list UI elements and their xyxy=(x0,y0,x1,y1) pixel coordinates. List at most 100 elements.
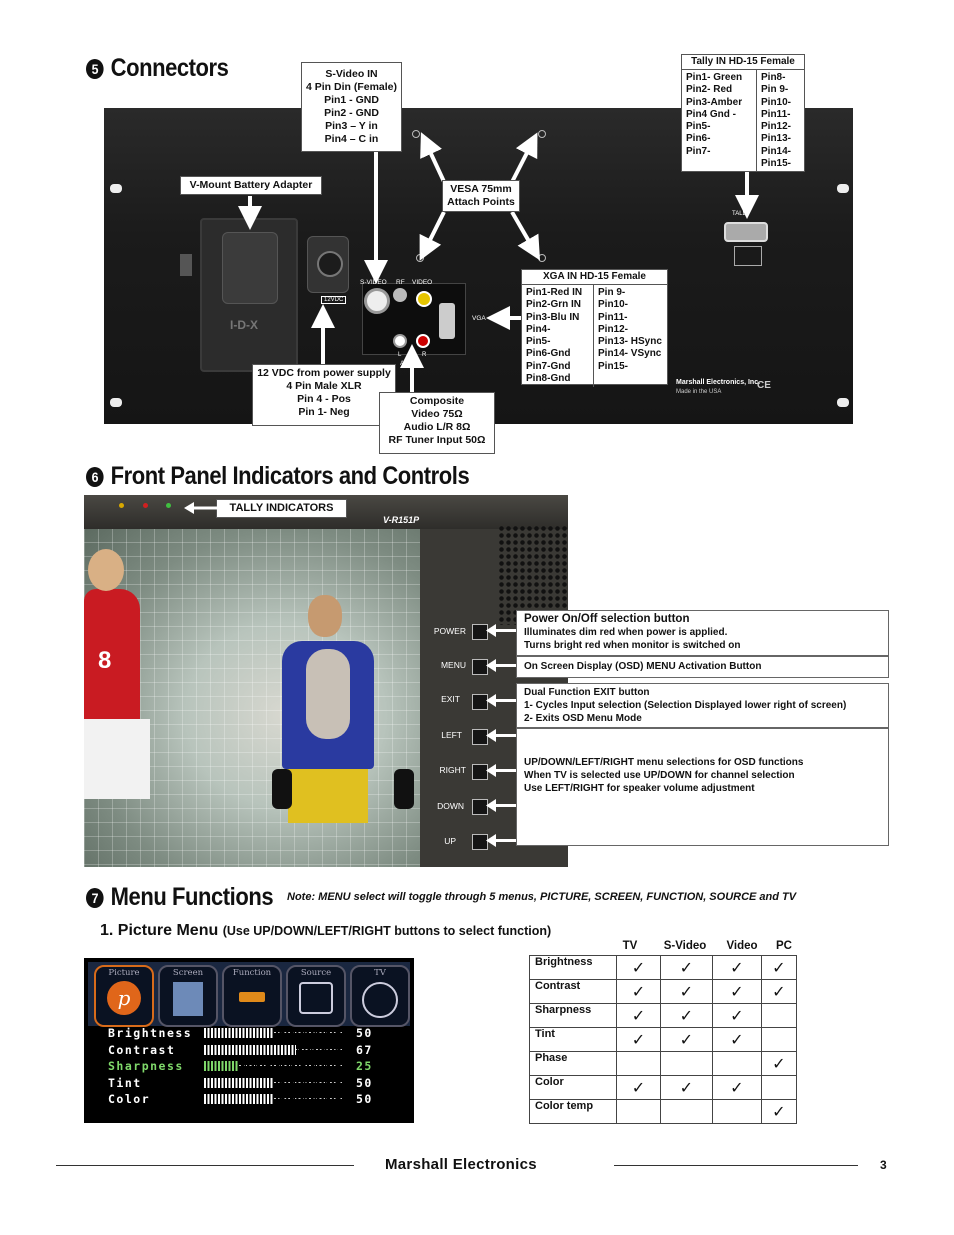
table-row: Sharpness✓✓✓ xyxy=(528,1003,798,1028)
right-button[interactable] xyxy=(472,764,488,780)
audio-r-jack xyxy=(416,334,430,348)
table-column-header: S-Video xyxy=(663,940,707,952)
svideo-line: S-Video IN xyxy=(325,68,378,80)
rack-slot xyxy=(837,398,849,407)
section-7-heading: 7 Menu Functions xyxy=(86,883,274,912)
goalkeeper-shorts xyxy=(288,769,368,823)
check-mark-icon: ✓ xyxy=(659,1075,714,1100)
table-column-header: TV xyxy=(622,940,638,952)
tally-indicators-label: TALLY INDICATORS xyxy=(216,499,347,518)
goalkeeper-glove xyxy=(272,769,292,809)
exit-desc-line: 2- Exits OSD Menu Mode xyxy=(524,713,642,724)
empty-cell xyxy=(616,1099,661,1124)
rf-jack xyxy=(393,288,407,302)
check-mark-icon: ✓ xyxy=(659,955,714,980)
control-arrows xyxy=(486,624,518,847)
check-mark-icon: ✓ xyxy=(712,1003,762,1028)
r-panel-label: R xyxy=(422,352,427,358)
goalkeeper-glove xyxy=(394,769,414,809)
menu-button[interactable] xyxy=(472,659,488,675)
left-button[interactable] xyxy=(472,729,488,745)
check-mark-icon: ✓ xyxy=(659,1027,714,1052)
table-row: Brightness✓✓✓✓ xyxy=(528,955,798,980)
check-mark-icon: ✓ xyxy=(712,1075,762,1100)
right-label: RIGHT xyxy=(439,765,466,775)
tally-panel-label: TALLY xyxy=(732,211,750,217)
down-button[interactable] xyxy=(472,799,488,815)
xlr-power-connector xyxy=(307,236,349,293)
table-row: Color temp✓ xyxy=(528,1099,798,1124)
arrows-desc-line: UP/DOWN/LEFT/RIGHT menu selections for O… xyxy=(524,757,804,768)
osd-picture-menu: Picture p Screen Function Source TV Brig… xyxy=(84,958,414,1123)
vmount-label-box: V-Mount Battery Adapter xyxy=(180,176,322,195)
power-button[interactable] xyxy=(472,624,488,640)
l-panel-label: L xyxy=(398,352,402,358)
osd-tab-picture[interactable]: Picture p xyxy=(94,965,154,1027)
table-row: Phase✓ xyxy=(528,1051,798,1076)
picture-menu-note: (Use UP/DOWN/LEFT/RIGHT buttons to selec… xyxy=(222,924,552,938)
section-title: Front Panel Indicators and Controls xyxy=(110,462,470,490)
idx-logo: I-D-X xyxy=(230,318,258,332)
osd-setting-value: 50 xyxy=(356,1092,373,1106)
tally-led-green xyxy=(166,503,171,508)
power-label-box: 12 VDC from power supply 4 Pin Male XLR … xyxy=(252,364,396,426)
osd-level-bar xyxy=(204,1061,342,1071)
speaker-grille xyxy=(498,525,568,625)
power-desc-line: Illuminates dim red when power is applie… xyxy=(524,627,728,638)
vesa-label-box: VESA 75mm Attach Points xyxy=(442,180,520,212)
arrows-description: UP/DOWN/LEFT/RIGHT menu selections for O… xyxy=(516,728,889,846)
composite-line: Video 75Ω xyxy=(411,408,463,420)
power-desc-title: Power On/Off selection button xyxy=(524,613,690,625)
xga-pin-header: XGA IN HD-15 Female xyxy=(522,270,667,285)
osd-tab-function[interactable]: Function xyxy=(222,965,282,1027)
function-availability-table: Brightness✓✓✓✓Contrast✓✓✓✓Sharpness✓✓✓Ti… xyxy=(528,955,798,1124)
table-column-header: PC xyxy=(776,940,792,952)
exit-button[interactable] xyxy=(472,694,488,710)
osd-tab-screen[interactable]: Screen xyxy=(158,965,218,1027)
footer-brand: Marshall Electronics xyxy=(385,1156,537,1173)
exit-description: Dual Function EXIT button 1- Cycles Inpu… xyxy=(516,683,889,728)
tally-indicator-arrow xyxy=(184,502,218,514)
vga-port xyxy=(439,303,455,339)
section-title: Connectors xyxy=(110,54,229,82)
check-mark-icon: ✓ xyxy=(659,979,714,1004)
check-mark-icon: ✓ xyxy=(712,1027,762,1052)
goalkeeper-head xyxy=(308,595,342,637)
exit-desc-line: 1- Cycles Input selection (Selection Dis… xyxy=(524,700,847,711)
vmount-label: V-Mount Battery Adapter xyxy=(189,179,313,191)
page-number: 3 xyxy=(880,1158,887,1172)
down-label: DOWN xyxy=(437,801,464,811)
tally-led-red xyxy=(143,503,148,508)
picture-menu-title: 1. Picture Menu xyxy=(100,922,219,939)
osd-tab-source[interactable]: Source xyxy=(286,965,346,1027)
picture-menu-heading: 1. Picture Menu (Use UP/DOWN/LEFT/RIGHT … xyxy=(100,922,551,940)
section-number-badge: 6 xyxy=(86,466,104,487)
vesa-line: Attach Points xyxy=(447,196,515,208)
osd-tab-tv[interactable]: TV xyxy=(350,965,410,1027)
up-button[interactable] xyxy=(472,834,488,850)
check-mark-icon: ✓ xyxy=(616,979,661,1004)
osd-setting-label: Contrast xyxy=(108,1042,176,1057)
empty-cell xyxy=(659,1051,714,1076)
table-row: Contrast✓✓✓✓ xyxy=(528,979,798,1004)
screen-image: 8 xyxy=(84,529,420,867)
check-mark-icon: ✓ xyxy=(760,1051,798,1076)
power-label: POWER xyxy=(433,626,466,636)
vesa-hole xyxy=(538,130,546,138)
arrows-desc-line: When TV is selected use UP/DOWN for chan… xyxy=(524,770,795,781)
rack-slot xyxy=(110,398,122,407)
rf-panel-label: RF xyxy=(396,279,405,286)
composite-line: RF Tuner Input 50Ω xyxy=(388,434,486,446)
v-mount-plate: I-D-X xyxy=(200,218,298,372)
footer-rule-right xyxy=(614,1165,858,1166)
section-number-badge: 7 xyxy=(86,887,104,908)
